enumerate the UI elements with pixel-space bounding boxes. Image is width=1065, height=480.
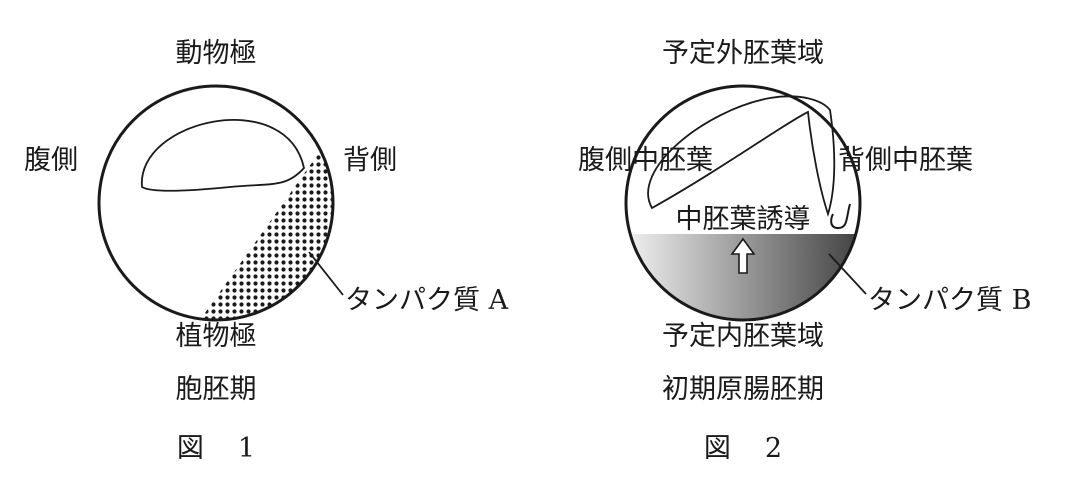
figure2-protein-b-leader	[828, 253, 867, 295]
figure1-vegetal-pole-label: 植物極	[175, 321, 257, 352]
figure2-dorsal-mesoderm-label: 背側中胚葉	[838, 145, 973, 176]
figure1-stage-label: 胞胚期	[175, 374, 257, 405]
figure2-outline	[624, 84, 862, 322]
figure2-stage-label: 初期原腸胚期	[662, 374, 824, 405]
figure1-caption-prefix: 図	[176, 433, 204, 464]
figure1-outline	[97, 84, 335, 322]
figure1-caption-number: 1	[237, 433, 256, 464]
figure2-induction-arrow-icon	[730, 237, 756, 274]
figure1-protein-a-label: タンパク質 A	[345, 285, 509, 316]
figure2-caption-prefix: 図	[703, 433, 731, 464]
figure1-blastocoel	[141, 119, 305, 192]
figure2-caption-number: 2	[764, 433, 783, 464]
figure1-dorsal-label: 背側	[343, 145, 397, 176]
figure2-blastopore-lip	[830, 203, 851, 230]
figure2-mesoderm-band	[647, 95, 836, 217]
figure1-animal-pole-label: 動物極	[175, 38, 257, 69]
figure2-induction-label: 中胚葉誘導	[675, 204, 811, 235]
figure2-ectoderm-label: 予定外胚葉域	[662, 38, 824, 69]
figure1-ventral-label: 腹側	[24, 145, 78, 176]
figure2-endoderm-label: 予定内胚葉域	[662, 321, 824, 352]
figure2-ventral-mesoderm-label: 腹側中胚葉	[578, 145, 713, 176]
figure2-protein-b-label: タンパク質 B	[868, 285, 1032, 316]
figure1-protein-a-region	[200, 140, 333, 320]
figure1-embryo	[97, 84, 344, 322]
figure1-protein-a-leader	[308, 251, 344, 296]
